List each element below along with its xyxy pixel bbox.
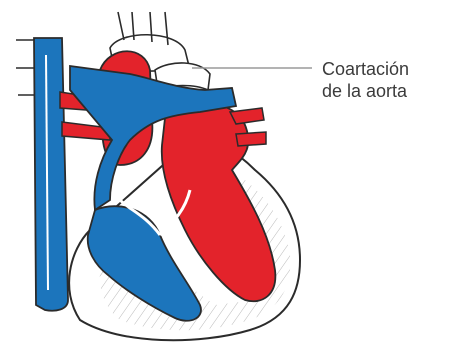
callout-label-line2: de la aorta [322, 81, 408, 101]
callout-label-line1: Coartación [322, 59, 409, 79]
vena-cava [34, 38, 68, 311]
left-side-vessels [16, 40, 34, 95]
